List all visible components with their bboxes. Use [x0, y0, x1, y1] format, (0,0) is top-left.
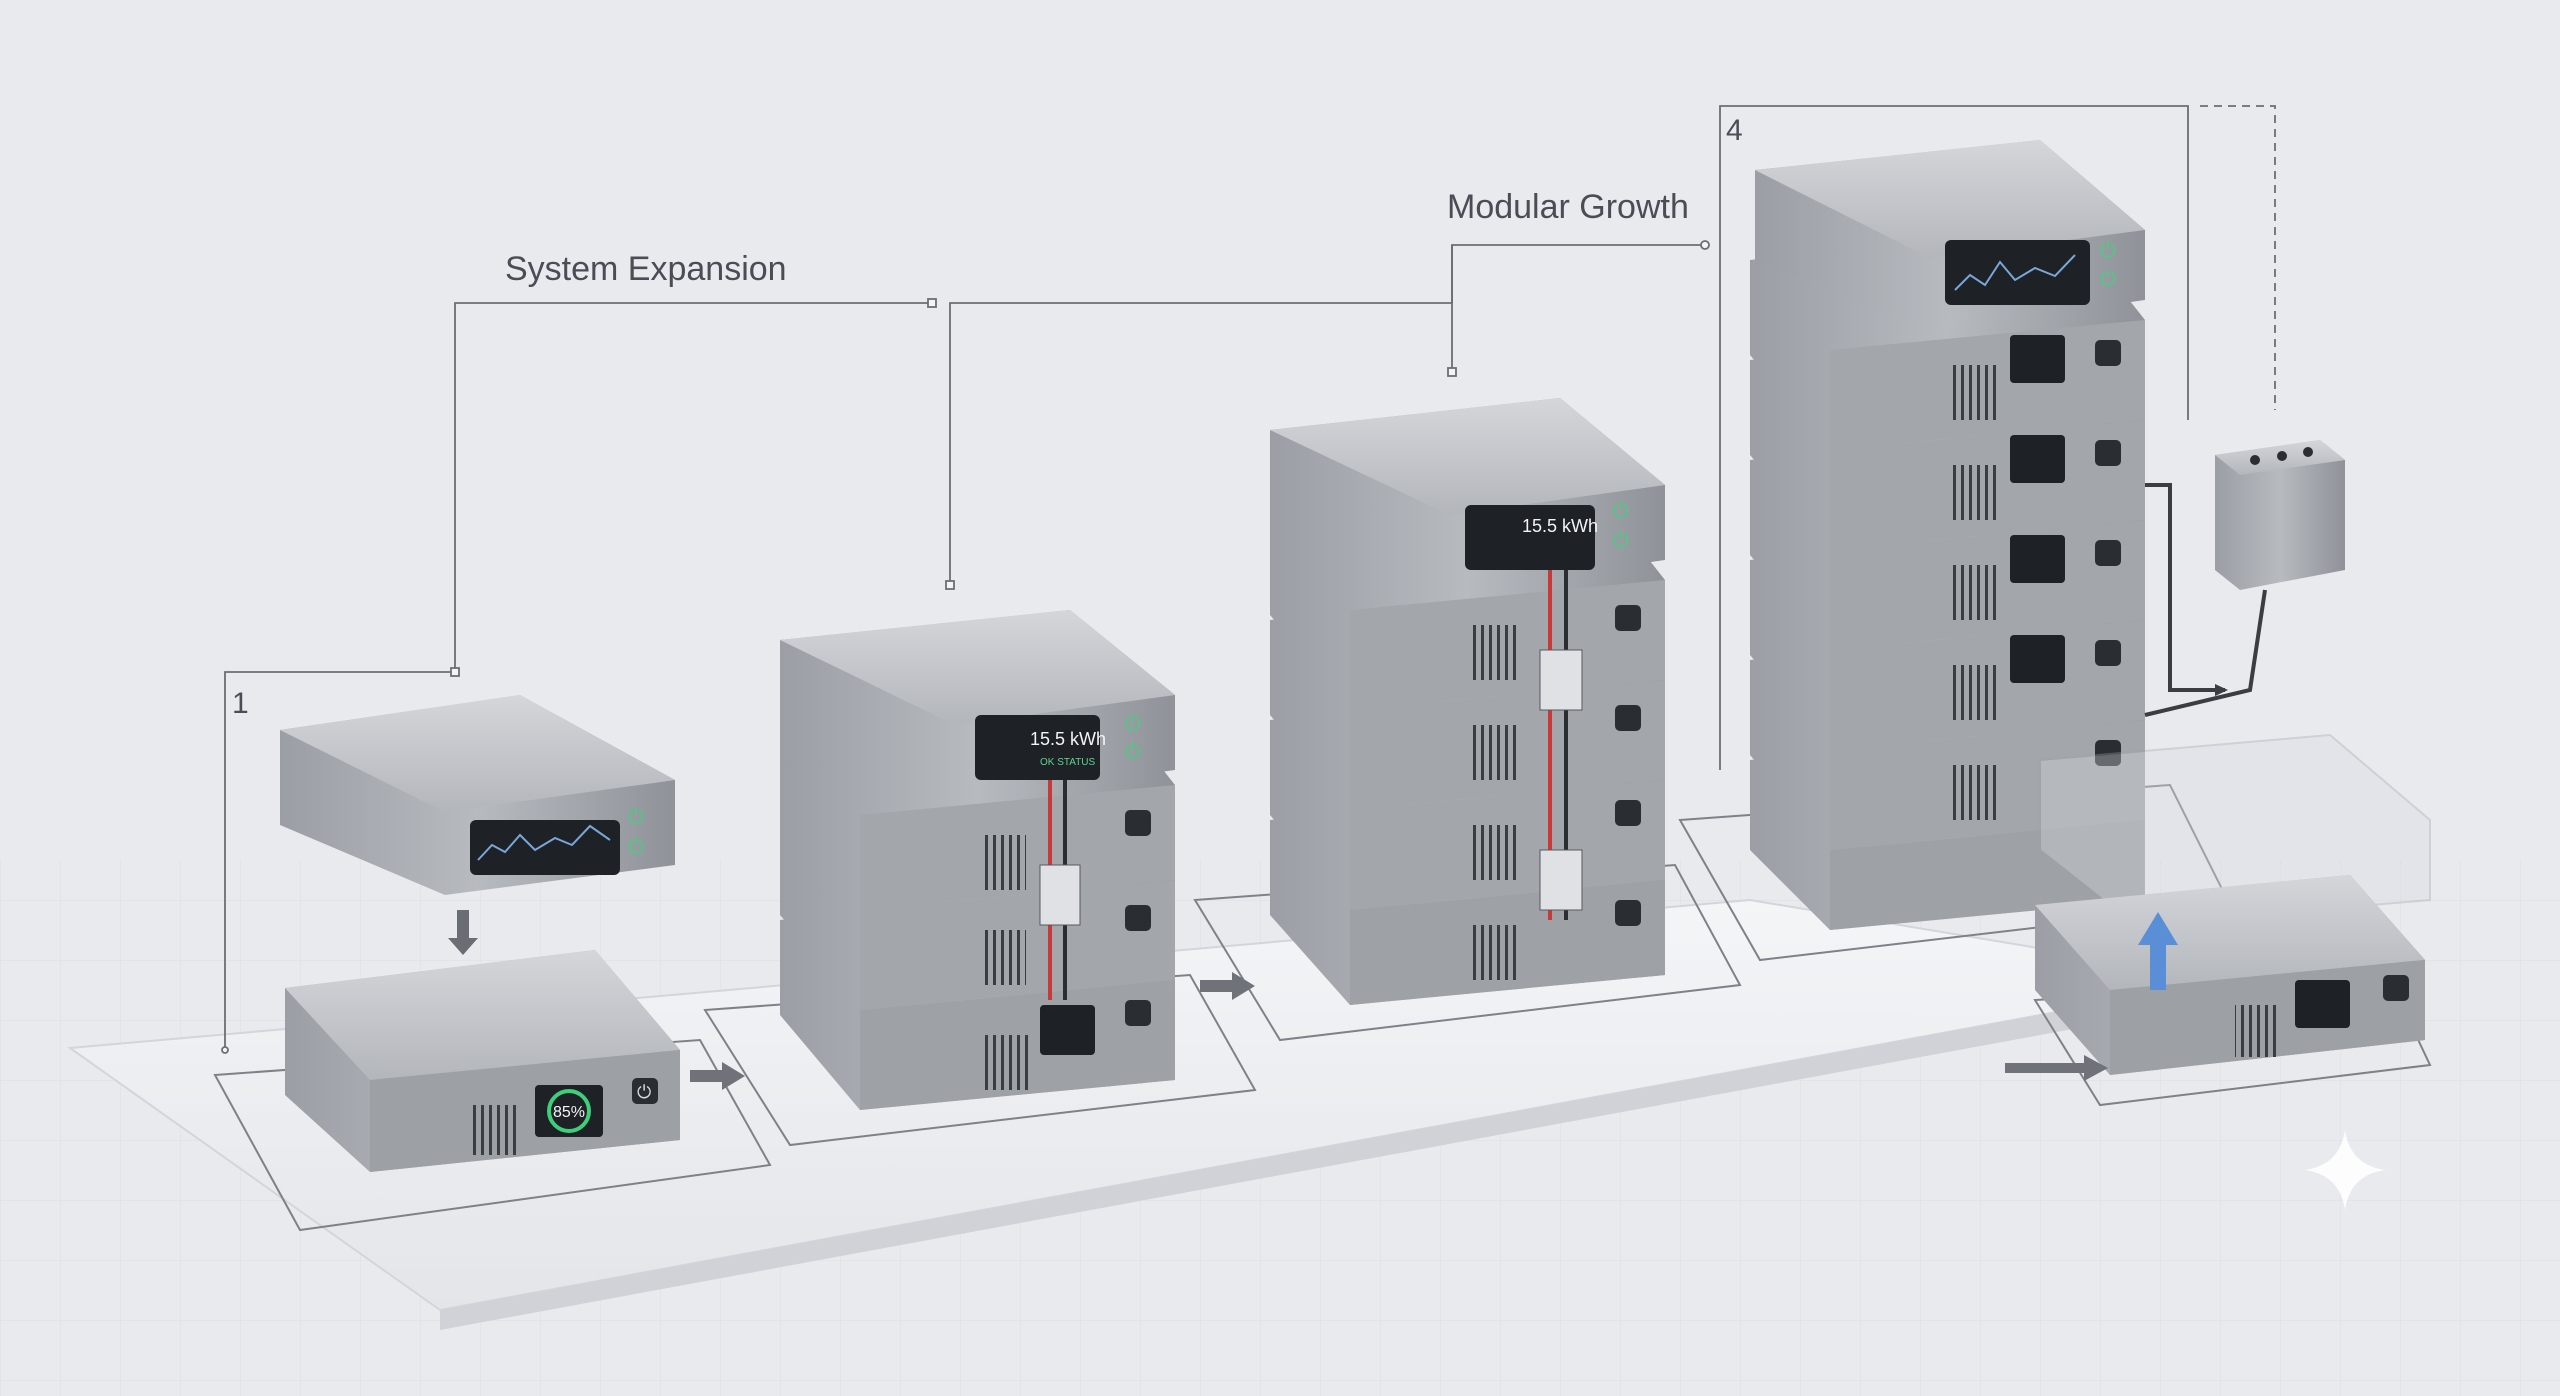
- energy-screen: [1465, 505, 1595, 570]
- power-icon: ⏻: [628, 806, 644, 828]
- power-icon: ⏻: [2100, 268, 2116, 290]
- step-4-label: 4: [1726, 114, 1743, 147]
- power-icon: ⏻: [637, 1082, 651, 1102]
- power-icon: ⏻: [1125, 713, 1141, 735]
- power-button[interactable]: [2095, 440, 2121, 466]
- new-module: [2035, 875, 2425, 1075]
- stack2-status: OK STATUS: [1040, 757, 1096, 768]
- step-1-label: 1: [232, 687, 249, 720]
- power-button[interactable]: [2095, 340, 2121, 366]
- modular-growth-label: Modular Growth: [1447, 188, 1689, 226]
- power-button[interactable]: [1615, 605, 1641, 631]
- stage-3-stack: 15.5 kWh ⏻ ⏻: [1270, 398, 1665, 1005]
- stage-1-base-unit: 85% ⏻: [285, 950, 680, 1172]
- stage-2-stack: 15.5 kWh OK STATUS ⏻ ⏻: [780, 610, 1175, 1110]
- power-button[interactable]: [1125, 810, 1151, 836]
- power-button[interactable]: [1125, 905, 1151, 931]
- stack3-energy: 15.5 kWh: [1522, 516, 1598, 536]
- power-button[interactable]: [1615, 800, 1641, 826]
- system-expansion-label: System Expansion: [505, 250, 787, 288]
- junction-box: [2145, 440, 2345, 715]
- stack2-energy: 15.5 kWh: [1030, 729, 1106, 749]
- power-icon: ⏻: [1613, 500, 1629, 522]
- cap-screen: [470, 820, 620, 875]
- charge-percent: 85%: [553, 1104, 585, 1121]
- power-icon: ⏻: [1613, 530, 1629, 552]
- cap-screen: [1945, 240, 2090, 305]
- power-icon: ⏻: [628, 836, 644, 858]
- power-icon: ⏻: [2100, 240, 2116, 262]
- power-button[interactable]: [2383, 975, 2409, 1001]
- power-button[interactable]: [1615, 705, 1641, 731]
- power-button[interactable]: [1615, 900, 1641, 926]
- power-button[interactable]: [1125, 1000, 1151, 1026]
- power-button[interactable]: [2095, 540, 2121, 566]
- power-icon: ⏻: [1125, 741, 1141, 763]
- power-button[interactable]: [2095, 640, 2121, 666]
